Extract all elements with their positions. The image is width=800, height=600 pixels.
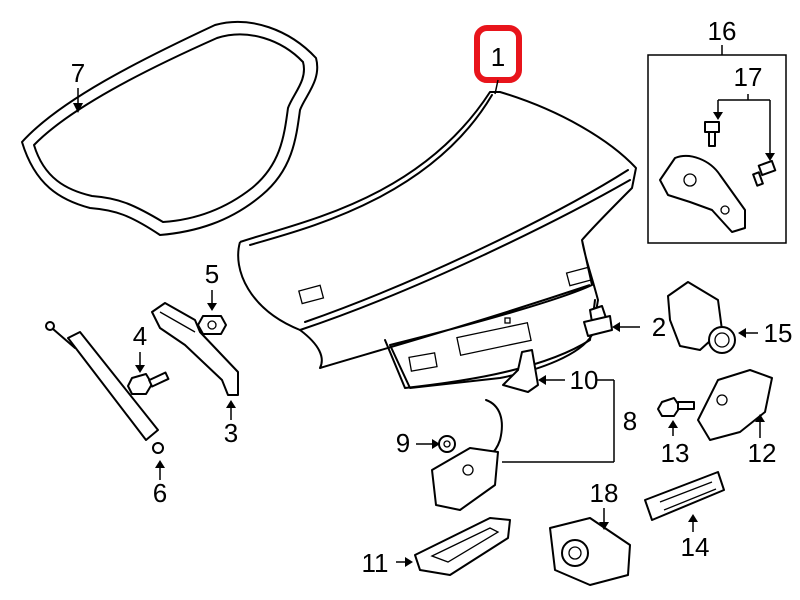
part-4-bolt[interactable] [127,371,170,395]
part-18-camera[interactable] [549,517,631,586]
callout-12: 12 [748,438,777,468]
part-16-bracket[interactable] [659,155,746,233]
part-17-bolt-right[interactable] [752,159,777,187]
part-5-nut[interactable] [197,315,227,335]
callout-6: 6 [153,478,167,508]
part-3-hinge[interactable] [151,302,239,396]
callout-17: 17 [734,62,763,92]
part-1-trunk-lid[interactable] [237,91,637,389]
part-7-weatherstrip[interactable] [21,20,319,236]
part-2-clip[interactable] [583,305,613,337]
part-13-bolt[interactable] [657,397,695,417]
callout-2: 2 [652,312,666,342]
part-6-gas-strut[interactable] [45,321,164,454]
callout-8: 8 [623,406,637,436]
callout-16: 16 [708,16,737,46]
callout-7: 7 [71,58,85,88]
callout-9: 9 [396,428,410,458]
callout-4: 4 [133,321,147,351]
callout-14: 14 [681,532,710,562]
callout-1: 1 [491,42,505,72]
part-8-latch[interactable] [431,447,499,511]
callout-5: 5 [205,259,219,289]
part-9-grommet[interactable] [438,435,456,453]
part-10-striker[interactable] [502,349,539,393]
callout-10: 10 [570,365,599,395]
callout-18: 18 [590,478,619,508]
callout-3: 3 [224,418,238,448]
callout-15: 15 [764,318,793,348]
callout-11: 11 [362,548,389,578]
part-11-handle[interactable] [414,517,511,576]
part-14-license-light[interactable] [644,471,725,521]
callout-13: 13 [661,438,690,468]
part-16-kit-box [647,54,787,244]
part-15-actuator[interactable] [667,281,736,354]
part-17-bolt-left[interactable] [704,121,720,147]
part-12-lock-bracket[interactable] [697,369,773,441]
